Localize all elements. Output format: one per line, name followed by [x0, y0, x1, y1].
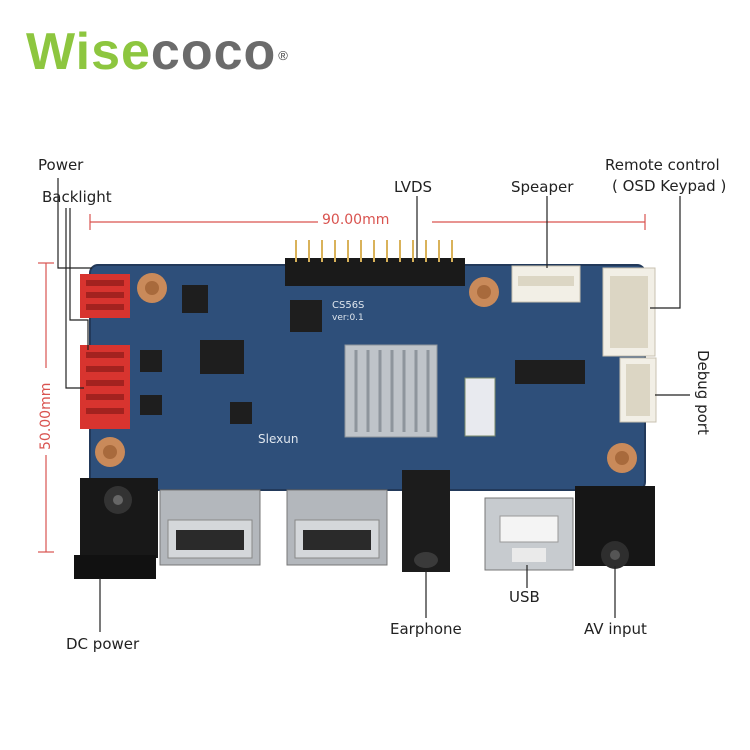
- usb-port: [484, 497, 574, 571]
- label-lvds: LVDS: [394, 178, 433, 196]
- label-usb: USB: [509, 588, 540, 606]
- logo-coco: coco: [150, 23, 277, 81]
- av-input-jack: [575, 486, 655, 569]
- power-connector: [80, 274, 130, 318]
- ic-chips: [140, 285, 585, 424]
- logo-ise: ise: [75, 23, 151, 81]
- label-av-input: AV input: [584, 620, 647, 638]
- label-earphone: Earphone: [390, 620, 462, 638]
- registered-mark: ®: [278, 48, 289, 63]
- logo-w: W: [26, 23, 76, 81]
- qc-sticker: [464, 377, 496, 437]
- height-dimension-label: 50.00mm: [38, 382, 54, 450]
- label-remote-control: Remote control: [605, 156, 720, 174]
- osd-keypad-connector: [602, 267, 656, 357]
- silkscreen-chip: CS56S: [332, 300, 364, 311]
- dimension-lines: [38, 214, 646, 553]
- label-debug-port: Debug port: [694, 350, 712, 435]
- mounting-holes: [95, 273, 637, 473]
- silkscreen-version: ver:0.1: [332, 313, 364, 323]
- debug-connector: [619, 357, 657, 423]
- wisecoco-logo: Wisecoco®: [26, 22, 289, 82]
- label-dc-power: DC power: [66, 635, 140, 653]
- backlight-connector: [80, 345, 130, 429]
- label-speaker: Speaper: [511, 178, 574, 196]
- speaker-connector: [511, 265, 581, 303]
- hdmi-port-2: [286, 489, 388, 566]
- hdmi-port-1: [159, 489, 261, 566]
- lvds-header: [285, 240, 465, 286]
- label-osd-keypad: ( OSD Keypad ): [612, 177, 727, 195]
- silkscreen-brand: Slexun: [258, 432, 298, 446]
- dc-power-jack: [74, 478, 158, 579]
- label-power: Power: [38, 156, 84, 174]
- earphone-jack: [402, 470, 450, 572]
- main-chip-heatsink: [344, 344, 438, 438]
- label-backlight: Backlight: [42, 188, 112, 206]
- width-dimension-label: 90.00mm: [322, 212, 390, 228]
- leader-lines: [57, 178, 690, 632]
